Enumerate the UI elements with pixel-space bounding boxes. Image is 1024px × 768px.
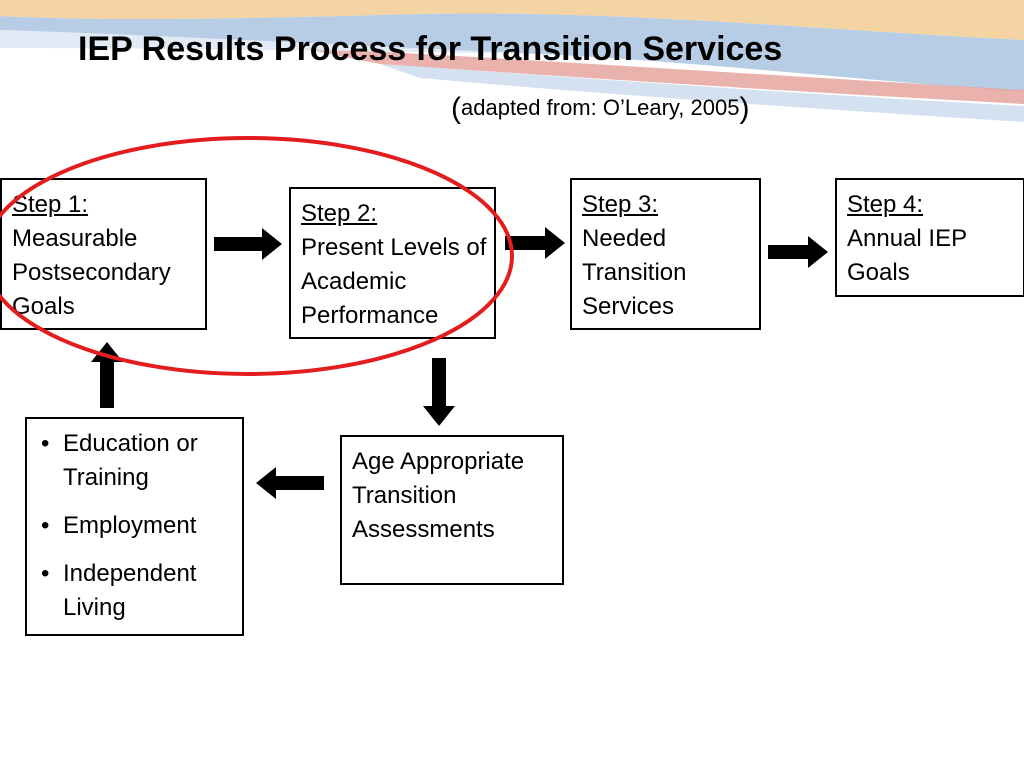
step-2-text: Present Levels of Academic Performance: [301, 234, 487, 329]
step-1-label: Step 1:: [12, 191, 89, 218]
arrow-left-icon: [256, 467, 324, 499]
assessments-text: Age Appropriate Transition Assessments: [352, 448, 525, 543]
step-4-label: Step 4:: [847, 191, 924, 218]
step-3-box: Step 3: Needed Transition Services: [570, 178, 761, 330]
goal-area-item: • Independent Living: [37, 557, 242, 625]
goal-area-item: • Employment: [37, 509, 242, 543]
goal-areas-list: • Education or Training • Employment • Inde…: [37, 427, 242, 625]
arrow-right-icon: [214, 228, 282, 260]
slide-title: IEP Results Process for Transition Servi…: [78, 30, 783, 68]
subtitle-close-paren: ): [739, 92, 750, 125]
step-1-box: Step 1: Measurable Postsecondary Goals: [0, 178, 207, 330]
subtitle-text: adapted from: O’Leary, 2005: [461, 95, 740, 120]
step-4-box: Step 4: Annual IEP Goals: [835, 178, 1024, 297]
arrow-right-icon: [505, 227, 565, 259]
subtitle-open-paren: (: [451, 92, 461, 125]
arrow-right-icon: [768, 236, 828, 268]
goal-areas-box: • Education or Training • Employment • Inde…: [25, 417, 244, 636]
decorative-wave-banner: [0, 0, 1024, 130]
goal-area-text: Education or Training: [63, 430, 198, 491]
slide-subtitle: (adapted from: O’Leary, 2005): [451, 92, 749, 126]
step-3-text: Needed Transition Services: [582, 225, 687, 320]
goal-area-item: • Education or Training: [37, 427, 242, 495]
bullet-icon: •: [41, 430, 50, 457]
arrow-up-icon: [91, 342, 123, 408]
goal-area-text: Independent Living: [63, 560, 197, 621]
bullet-icon: •: [41, 512, 50, 539]
goal-area-text: Employment: [63, 512, 197, 539]
step-2-box: Step 2: Present Levels of Academic Perfo…: [289, 187, 496, 339]
assessments-box: Age Appropriate Transition Assessments: [340, 435, 564, 585]
bullet-icon: •: [41, 560, 50, 587]
step-1-text: Measurable Postsecondary Goals: [12, 225, 171, 320]
arrow-down-icon: [423, 358, 455, 426]
step-2-label: Step 2:: [301, 200, 378, 227]
step-4-text: Annual IEP Goals: [847, 225, 967, 286]
step-3-label: Step 3:: [582, 191, 659, 218]
